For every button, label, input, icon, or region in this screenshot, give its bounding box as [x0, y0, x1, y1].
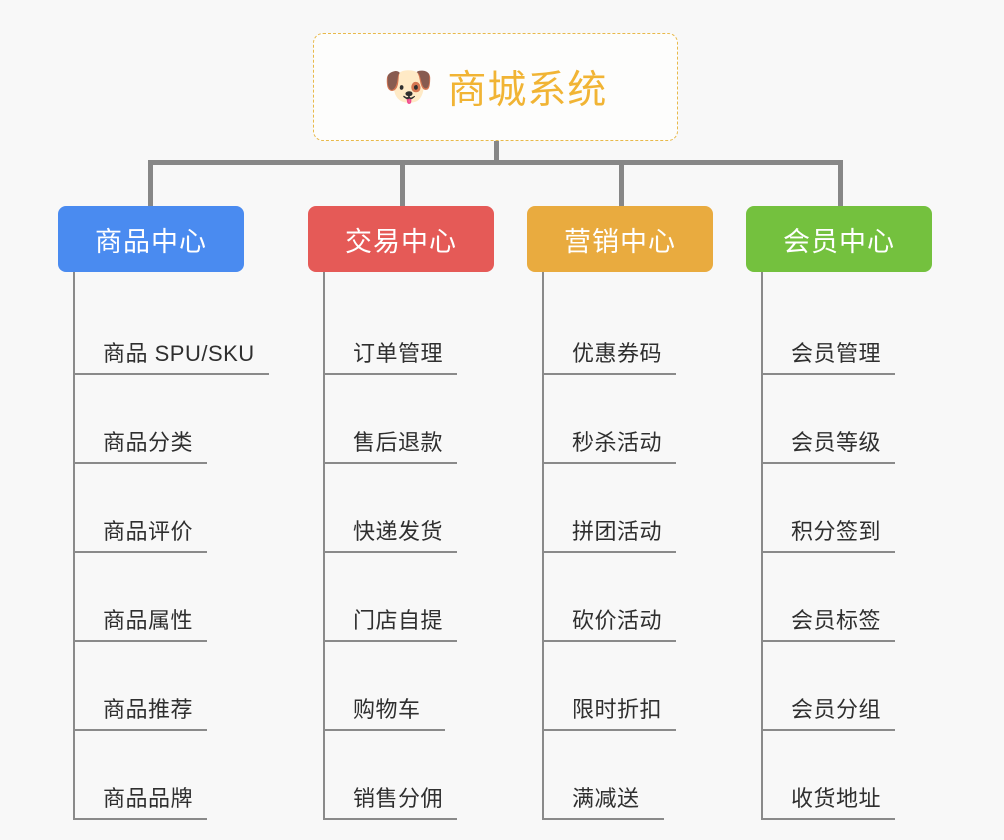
leaf-underline — [325, 729, 445, 731]
leaf-label: 商品属性 — [103, 608, 194, 633]
branch-header-0[interactable]: 商品中心 — [58, 206, 244, 272]
leaf-underline — [763, 729, 895, 731]
leaf-item[interactable]: 满减送 — [544, 731, 747, 820]
leaf-item[interactable]: 订单管理 — [325, 286, 528, 375]
leaf-label: 满减送 — [572, 786, 640, 811]
branch-column-1: 交易中心 订单管理 售后退款 快递发货 门店自提 购物车 — [308, 206, 528, 820]
branch-column-3: 会员中心 会员管理 会员等级 积分签到 会员标签 会员分组 — [746, 206, 966, 820]
leaf-item[interactable]: 快递发货 — [325, 464, 528, 553]
leaf-list-0: 商品 SPU/SKU 商品分类 商品评价 商品属性 商品推荐 商品品牌 — [73, 272, 308, 820]
leaf-item[interactable]: 会员分组 — [763, 642, 966, 731]
leaf-label: 商品推荐 — [103, 697, 194, 722]
branch-header-1[interactable]: 交易中心 — [308, 206, 494, 272]
leaf-label: 限时折扣 — [572, 697, 663, 722]
leaf-underline — [544, 373, 676, 375]
leaf-underline — [75, 729, 207, 731]
leaf-label: 商品评价 — [103, 519, 194, 544]
branch-header-3[interactable]: 会员中心 — [746, 206, 932, 272]
leaf-label: 会员标签 — [791, 608, 882, 633]
branch-header-label: 营销中心 — [564, 226, 676, 257]
leaf-item[interactable]: 购物车 — [325, 642, 528, 731]
leaf-item[interactable]: 会员等级 — [763, 375, 966, 464]
branch-header-label: 会员中心 — [783, 226, 895, 257]
leaf-item[interactable]: 商品 SPU/SKU — [75, 286, 308, 375]
leaf-list-1: 订单管理 售后退款 快递发货 门店自提 购物车 销售分佣 — [323, 272, 528, 820]
leaf-underline — [75, 818, 207, 820]
leaf-item[interactable]: 门店自提 — [325, 553, 528, 642]
leaf-item[interactable]: 优惠券码 — [544, 286, 747, 375]
branch-header-label: 交易中心 — [345, 226, 457, 257]
branch-column-0: 商品中心 商品 SPU/SKU 商品分类 商品评价 商品属性 商品推荐 — [58, 206, 308, 820]
leaf-item[interactable]: 商品品牌 — [75, 731, 308, 820]
leaf-label: 购物车 — [353, 697, 421, 722]
leaf-underline — [763, 373, 895, 375]
leaf-underline — [325, 462, 457, 464]
leaf-label: 售后退款 — [353, 430, 444, 455]
leaf-underline — [763, 551, 895, 553]
leaf-item[interactable]: 商品属性 — [75, 553, 308, 642]
leaf-underline — [75, 373, 269, 375]
leaf-underline — [763, 640, 895, 642]
leaf-label: 商品 SPU/SKU — [103, 341, 255, 366]
leaf-label: 销售分佣 — [353, 786, 444, 811]
leaf-item[interactable]: 积分签到 — [763, 464, 966, 553]
leaf-item[interactable]: 会员管理 — [763, 286, 966, 375]
leaf-underline — [75, 462, 207, 464]
connector-drop-0 — [148, 160, 153, 208]
leaf-underline — [325, 640, 457, 642]
leaf-label: 会员管理 — [791, 341, 882, 366]
leaf-underline — [75, 640, 207, 642]
leaf-underline — [544, 729, 676, 731]
leaf-label: 砍价活动 — [572, 608, 663, 633]
dog-face-icon: 🐶 — [383, 65, 434, 109]
leaf-underline — [544, 818, 664, 820]
leaf-list-2: 优惠券码 秒杀活动 拼团活动 砍价活动 限时折扣 满减送 — [542, 272, 747, 820]
leaf-item[interactable]: 收货地址 — [763, 731, 966, 820]
leaf-label: 商品品牌 — [103, 786, 194, 811]
leaf-label: 订单管理 — [353, 341, 444, 366]
leaf-underline — [75, 551, 207, 553]
leaf-label: 商品分类 — [103, 430, 194, 455]
leaf-item[interactable]: 拼团活动 — [544, 464, 747, 553]
leaf-underline — [763, 462, 895, 464]
leaf-item[interactable]: 限时折扣 — [544, 642, 747, 731]
leaf-item[interactable]: 售后退款 — [325, 375, 528, 464]
leaf-label: 快递发货 — [353, 519, 444, 544]
leaf-item[interactable]: 销售分佣 — [325, 731, 528, 820]
leaf-label: 会员分组 — [791, 697, 882, 722]
leaf-underline — [763, 818, 895, 820]
leaf-item[interactable]: 砍价活动 — [544, 553, 747, 642]
leaf-label: 秒杀活动 — [572, 430, 663, 455]
connector-drop-2 — [619, 160, 624, 208]
leaf-underline — [325, 373, 457, 375]
leaf-underline — [544, 462, 676, 464]
leaf-item[interactable]: 商品推荐 — [75, 642, 308, 731]
root-title: 商城系统 — [447, 69, 608, 112]
leaf-underline — [325, 551, 457, 553]
leaf-underline — [544, 551, 676, 553]
leaf-item[interactable]: 会员标签 — [763, 553, 966, 642]
connector-stem — [494, 141, 499, 165]
leaf-list-3: 会员管理 会员等级 积分签到 会员标签 会员分组 收货地址 — [761, 272, 966, 820]
leaf-label: 会员等级 — [791, 430, 882, 455]
leaf-label: 收货地址 — [791, 786, 882, 811]
leaf-item[interactable]: 商品评价 — [75, 464, 308, 553]
leaf-underline — [325, 818, 457, 820]
branch-column-2: 营销中心 优惠券码 秒杀活动 拼团活动 砍价活动 限时折扣 — [527, 206, 747, 820]
root-node[interactable]: 🐶 商城系统 — [313, 33, 678, 141]
connector-bus — [148, 160, 843, 165]
leaf-item[interactable]: 秒杀活动 — [544, 375, 747, 464]
branch-header-2[interactable]: 营销中心 — [527, 206, 713, 272]
leaf-label: 拼团活动 — [572, 519, 663, 544]
branch-header-label: 商品中心 — [95, 226, 207, 257]
leaf-label: 积分签到 — [791, 519, 882, 544]
connector-drop-3 — [838, 160, 843, 208]
leaf-underline — [544, 640, 676, 642]
connector-drop-1 — [400, 160, 405, 208]
leaf-label: 优惠券码 — [572, 341, 663, 366]
leaf-label: 门店自提 — [353, 608, 444, 633]
leaf-item[interactable]: 商品分类 — [75, 375, 308, 464]
